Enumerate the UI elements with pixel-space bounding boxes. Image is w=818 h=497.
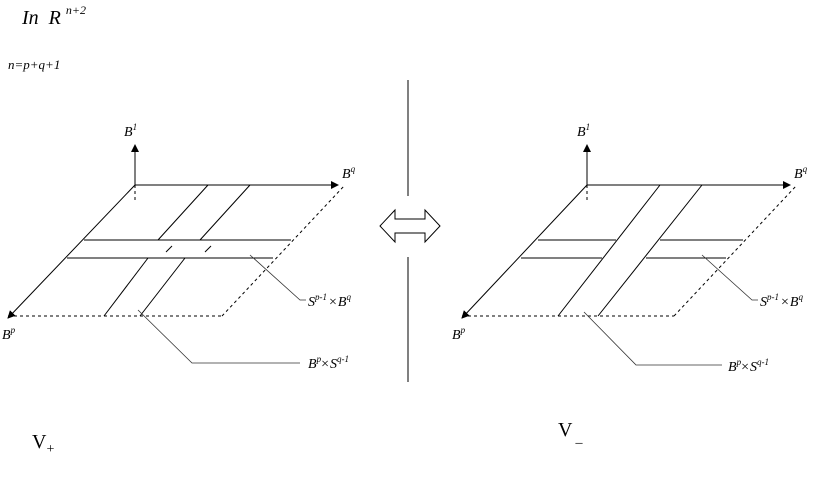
left-leader-vband — [137, 309, 300, 364]
left-diagram-name: V+ — [32, 431, 54, 457]
left-vband-a-mid — [165, 245, 173, 253]
title-base: R — [48, 7, 61, 29]
right-leader-vband — [583, 311, 722, 366]
right-axis-front-label: Bp — [452, 325, 466, 343]
left-hband-label: Sp-1×Bq — [308, 292, 351, 310]
left-vband-a-top — [157, 184, 209, 241]
right-vband-a — [557, 184, 661, 317]
left-vband-b-top — [199, 184, 251, 241]
left-axis-front-label: Bp — [2, 325, 16, 343]
left-leader-hband — [249, 254, 306, 301]
right-diagram-name: V_ — [558, 419, 583, 446]
left-diagram: B1 Bq Bp Sp-1×Bq Bp×Sq-1 V+ — [2, 122, 356, 457]
right-diagram: B1 Bq Bp Sp-1×Bq Bp×Sq-1 V_ — [452, 122, 808, 446]
right-axis-up-label: B1 — [577, 122, 590, 140]
right-vband-label: Bp×Sq-1 — [728, 357, 769, 375]
dimension-relation: n=p+q+1 — [8, 57, 60, 72]
separator — [379, 80, 441, 382]
title: In R n+2 — [21, 3, 86, 29]
right-plane-left-edge — [461, 184, 588, 319]
right-vband-b — [597, 184, 703, 317]
right-leader-hband — [701, 254, 758, 301]
title-prefix: In — [21, 7, 39, 29]
left-plane-left-edge — [7, 184, 136, 319]
right-hband-label: Sp-1×Bq — [760, 292, 803, 310]
left-vband-label: Bp×Sq-1 — [308, 354, 349, 372]
left-axis-up-label: B1 — [124, 122, 137, 140]
left-vband-b-bottom — [139, 257, 186, 317]
right-axis-right-label: Bq — [794, 164, 808, 182]
double-arrow-icon — [379, 208, 441, 244]
left-vband-b-mid — [204, 245, 212, 253]
left-axis-right-label: Bq — [342, 164, 356, 182]
left-vband-a-bottom — [103, 257, 149, 317]
title-exponent: n+2 — [66, 3, 86, 17]
